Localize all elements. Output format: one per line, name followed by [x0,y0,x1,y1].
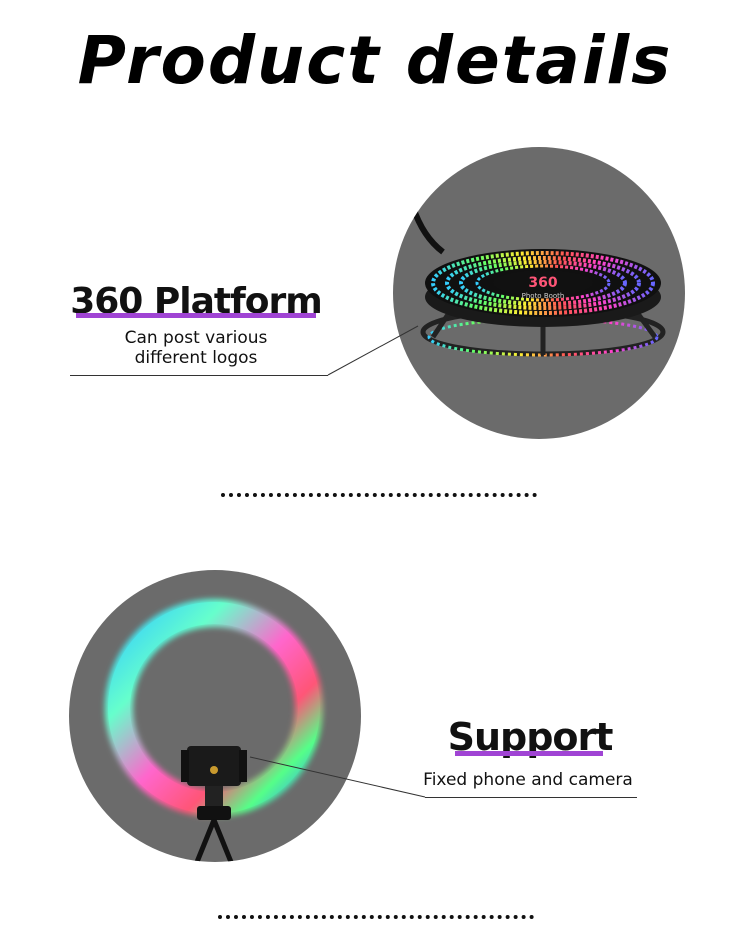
platform-callout-line [70,375,328,376]
support-description: Fixed phone and camera [423,770,633,790]
support-heading-underline [455,751,603,756]
platform-logo-subtext: Photo Booth [522,292,565,300]
platform-logo-text: 360 [528,275,557,291]
support-callout-diagonal [249,756,426,798]
support-callout-line [425,797,637,798]
platform-description-line2: different logos [134,348,258,368]
section-divider [221,493,537,497]
ring-light-illustration [105,599,323,862]
platform-callout-diagonal [327,325,419,376]
platform-heading-underline [76,313,316,318]
platform-description: Can post various different logos [96,328,296,368]
support-heading: Support [447,715,614,759]
platform-image: 360 Photo Booth [393,147,685,439]
section-divider-bottom [218,915,534,919]
support-image [69,570,361,862]
platform-description-line1: Can post various [124,328,268,348]
photo-booth-platform-illustration: 360 Photo Booth [410,206,666,357]
page-title: Product details [77,22,673,99]
